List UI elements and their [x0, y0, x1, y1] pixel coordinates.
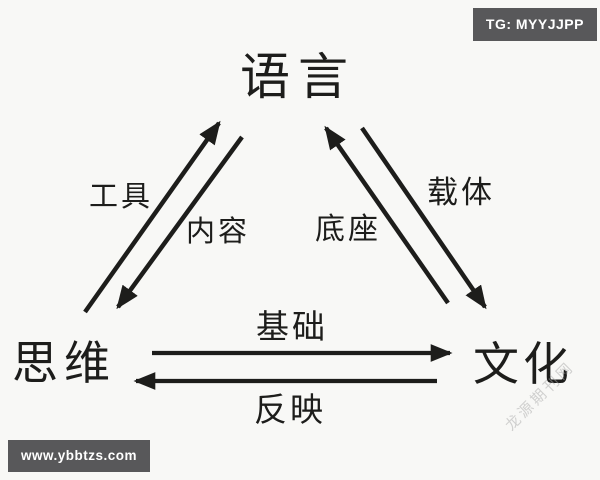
telegram-watermark-badge: TG: MYYJJPP — [472, 8, 597, 41]
arrow-content — [116, 135, 244, 310]
arrow-carrier — [360, 126, 487, 310]
arrow-pedestal — [324, 125, 450, 305]
website-watermark-badge: www.ybbtzs.com — [8, 440, 151, 473]
edge-label-pedestal: 底座 — [315, 212, 381, 247]
edge-label-content: 内容 — [186, 214, 251, 248]
edge-label-tool: 工具 — [89, 179, 154, 213]
edge-label-reflection: 反映 — [254, 390, 326, 429]
node-thought: 思维 — [12, 336, 116, 390]
node-language: 语言 — [240, 48, 356, 106]
edge-label-carrier: 载体 — [427, 175, 495, 211]
edge-label-foundation: 基础 — [256, 307, 328, 346]
arrow-tool — [83, 120, 221, 314]
node-culture: 文化 — [473, 337, 573, 391]
